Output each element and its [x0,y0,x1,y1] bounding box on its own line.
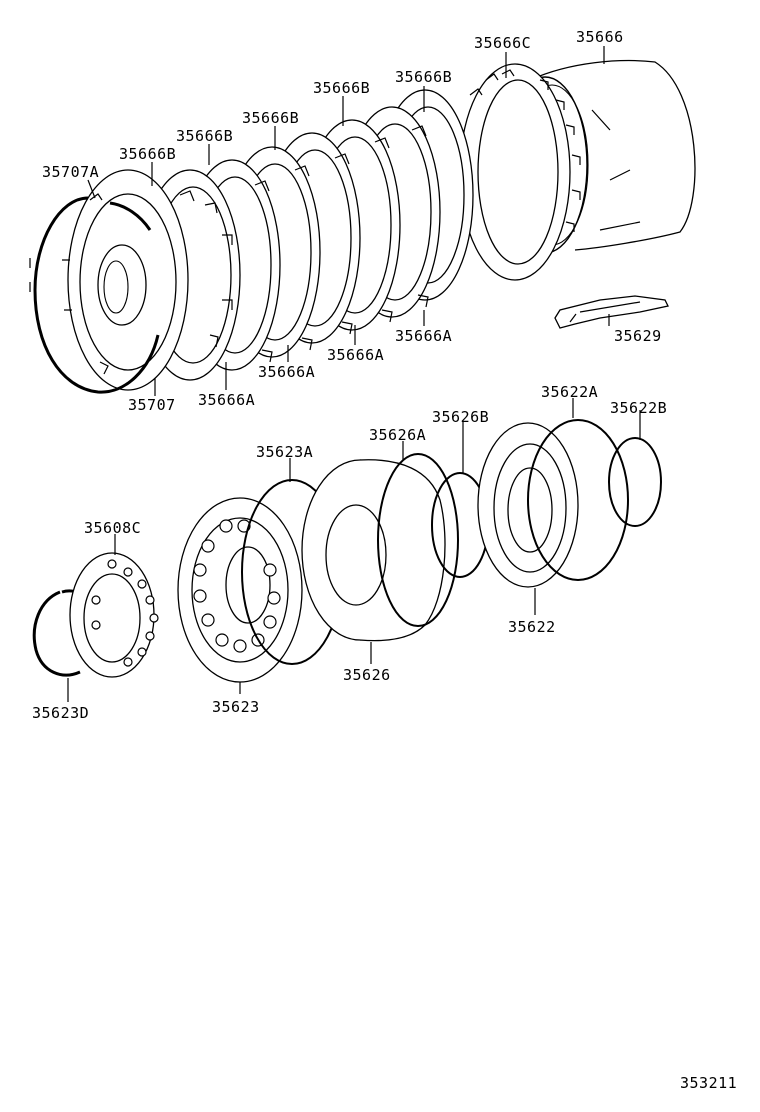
diagram-id: 353211 [680,1074,737,1092]
label-35622b[interactable]: 35622B [610,399,667,417]
piston-35626[interactable] [301,459,446,642]
label-35666a-4[interactable]: 35666A [198,391,255,409]
o-ring-35622a[interactable] [527,419,629,581]
snap-ring-35707a[interactable] [29,196,160,394]
label-35626[interactable]: 35626 [343,666,391,684]
return-spring-35608c[interactable] [69,552,159,678]
label-35666c[interactable]: 35666C [474,34,531,52]
label-35622[interactable]: 35622 [508,618,556,636]
pressure-plate-35707[interactable] [62,169,189,391]
spring-coils [91,559,159,667]
label-35623a[interactable]: 35623A [256,443,313,461]
retainer-35629[interactable] [554,295,669,329]
piston-35623[interactable] [177,497,303,683]
leader-lines [67,46,641,702]
label-35622a[interactable]: 35622A [541,383,598,401]
label-35626b[interactable]: 35626B [432,408,489,426]
label-35629[interactable]: 35629 [614,327,662,345]
label-35608c[interactable]: 35608C [84,519,141,537]
label-35666b-3[interactable]: 35666B [242,109,299,127]
label-35666b-4[interactable]: 35666B [176,127,233,145]
clutch-disc-stack [139,89,474,381]
label-35626a[interactable]: 35626A [369,426,426,444]
disc-teeth [179,125,429,363]
label-35707a[interactable]: 35707A [42,163,99,181]
piston-35622[interactable] [477,422,579,588]
label-35623[interactable]: 35623 [212,698,260,716]
clutch-plate-35666c[interactable] [459,63,581,281]
label-35666a-1[interactable]: 35666A [395,327,452,345]
label-35666a-3[interactable]: 35666A [258,363,315,381]
label-35707[interactable]: 35707 [128,396,176,414]
label-35666b-5[interactable]: 35666B [119,145,176,163]
label-35623d[interactable]: 35623D [32,704,89,722]
label-35666a-2[interactable]: 35666A [327,346,384,364]
label-35666b-1[interactable]: 35666B [395,68,452,86]
label-35666b-2[interactable]: 35666B [313,79,370,97]
label-35666[interactable]: 35666 [576,28,624,46]
part-labels: 35666C 35666 35666B 35666B 35666B 35666B… [32,28,737,1092]
o-ring-35626a[interactable] [377,453,459,627]
o-ring-35622b[interactable] [608,437,662,527]
